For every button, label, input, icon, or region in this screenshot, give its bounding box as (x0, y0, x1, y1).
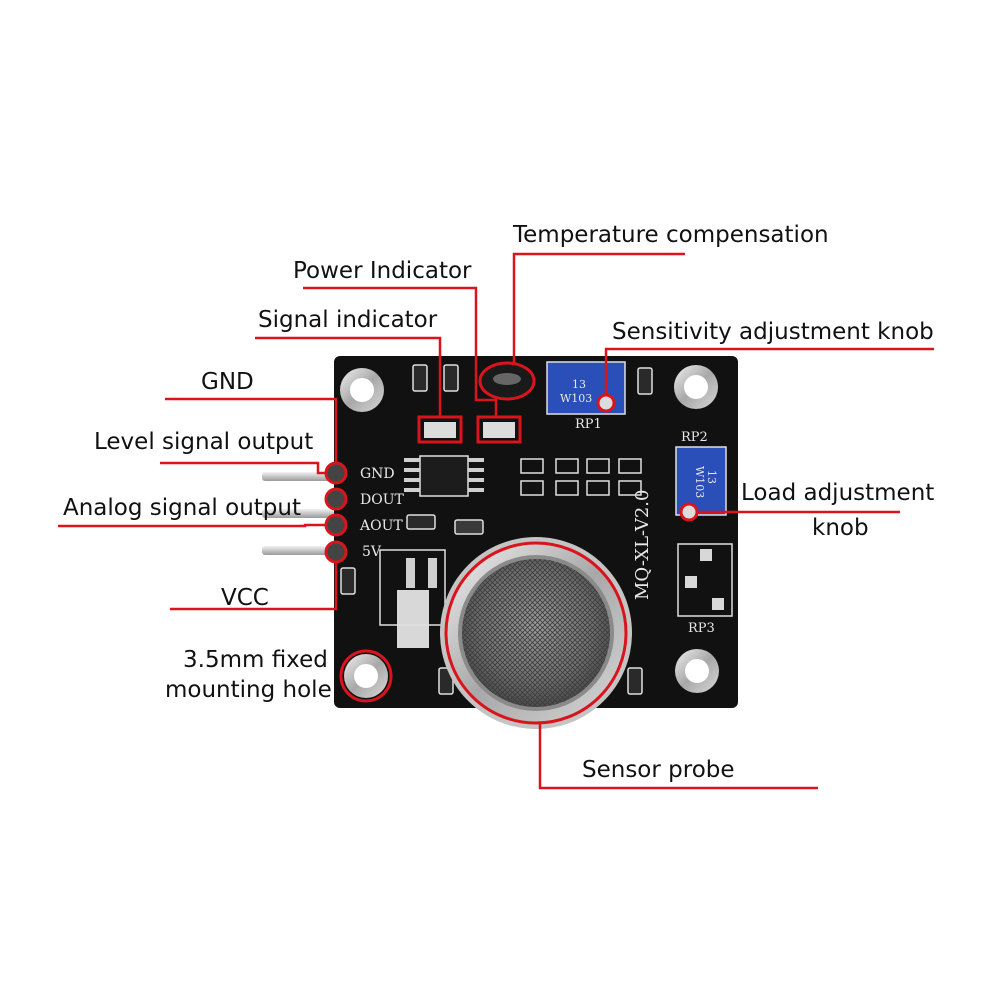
line-sensitivity (604, 347, 934, 395)
label-power-indicator: Power Indicator (293, 258, 472, 284)
label-load-knob-line1: Load adjustment (741, 480, 935, 506)
line-probe (538, 723, 818, 790)
label-gnd: GND (201, 369, 254, 395)
label-vcc: VCC (221, 585, 269, 611)
sensor-probe (440, 537, 632, 729)
label-sensitivity-knob: Sensitivity adjustment knob (612, 319, 934, 345)
line-vcc (170, 562, 338, 611)
label-load-knob-line2: knob (812, 515, 869, 541)
label-mount-hole-line2: mounting hole (165, 677, 332, 703)
line-analog (58, 523, 326, 528)
ic-chip (404, 455, 484, 497)
rp2-code-line1: 13 (705, 470, 718, 484)
rp3-footprint: RP3 (677, 543, 733, 636)
label-sensor-probe: Sensor probe (582, 757, 735, 783)
pcb-board (334, 356, 738, 708)
board-model-label: MQ-XL-V2.0 (632, 490, 653, 600)
regulator-pads (379, 549, 446, 648)
pin-5v-wire (262, 546, 340, 555)
thermistor (478, 361, 536, 401)
mounting-holes (340, 365, 719, 698)
line-level (160, 461, 326, 475)
pin-label-gnd: GND (360, 466, 395, 482)
pin-label-aout: AOUT (359, 518, 403, 534)
rp1-code-line1: 13 (572, 378, 586, 391)
line-temperature (512, 252, 685, 364)
line-signal (255, 336, 442, 417)
rp2-potentiometer: RP2 13 W103 (675, 430, 727, 522)
rp1-knob (596, 393, 616, 413)
signal-led (424, 422, 456, 438)
power-led (483, 422, 515, 438)
label-signal-indicator: Signal indicator (258, 307, 438, 333)
line-gnd (165, 397, 338, 463)
line-power (303, 286, 498, 417)
label-level-output: Level signal output (94, 429, 314, 455)
callout-lines (58, 252, 934, 790)
mount-hole-highlight (339, 649, 393, 703)
rp2-code-line2: W103 (693, 466, 706, 498)
rp2-knob (679, 502, 699, 522)
pin-dout-wire (262, 509, 340, 518)
rp2-label: RP2 (681, 430, 708, 445)
rp1-code-line2: W103 (560, 392, 592, 405)
label-mount-hole-line1: 3.5mm fixed (183, 647, 328, 673)
pin-label-dout: DOUT (360, 492, 405, 508)
component-outlines (520, 458, 642, 496)
pin-label-5v: 5V (362, 544, 382, 560)
label-analog-output: Analog signal output (63, 495, 301, 521)
rp3-label: RP3 (688, 621, 715, 636)
rp1-label: RP1 (575, 417, 602, 432)
led-indicators (417, 415, 522, 444)
label-temperature-compensation: Temperature compensation (513, 222, 829, 248)
